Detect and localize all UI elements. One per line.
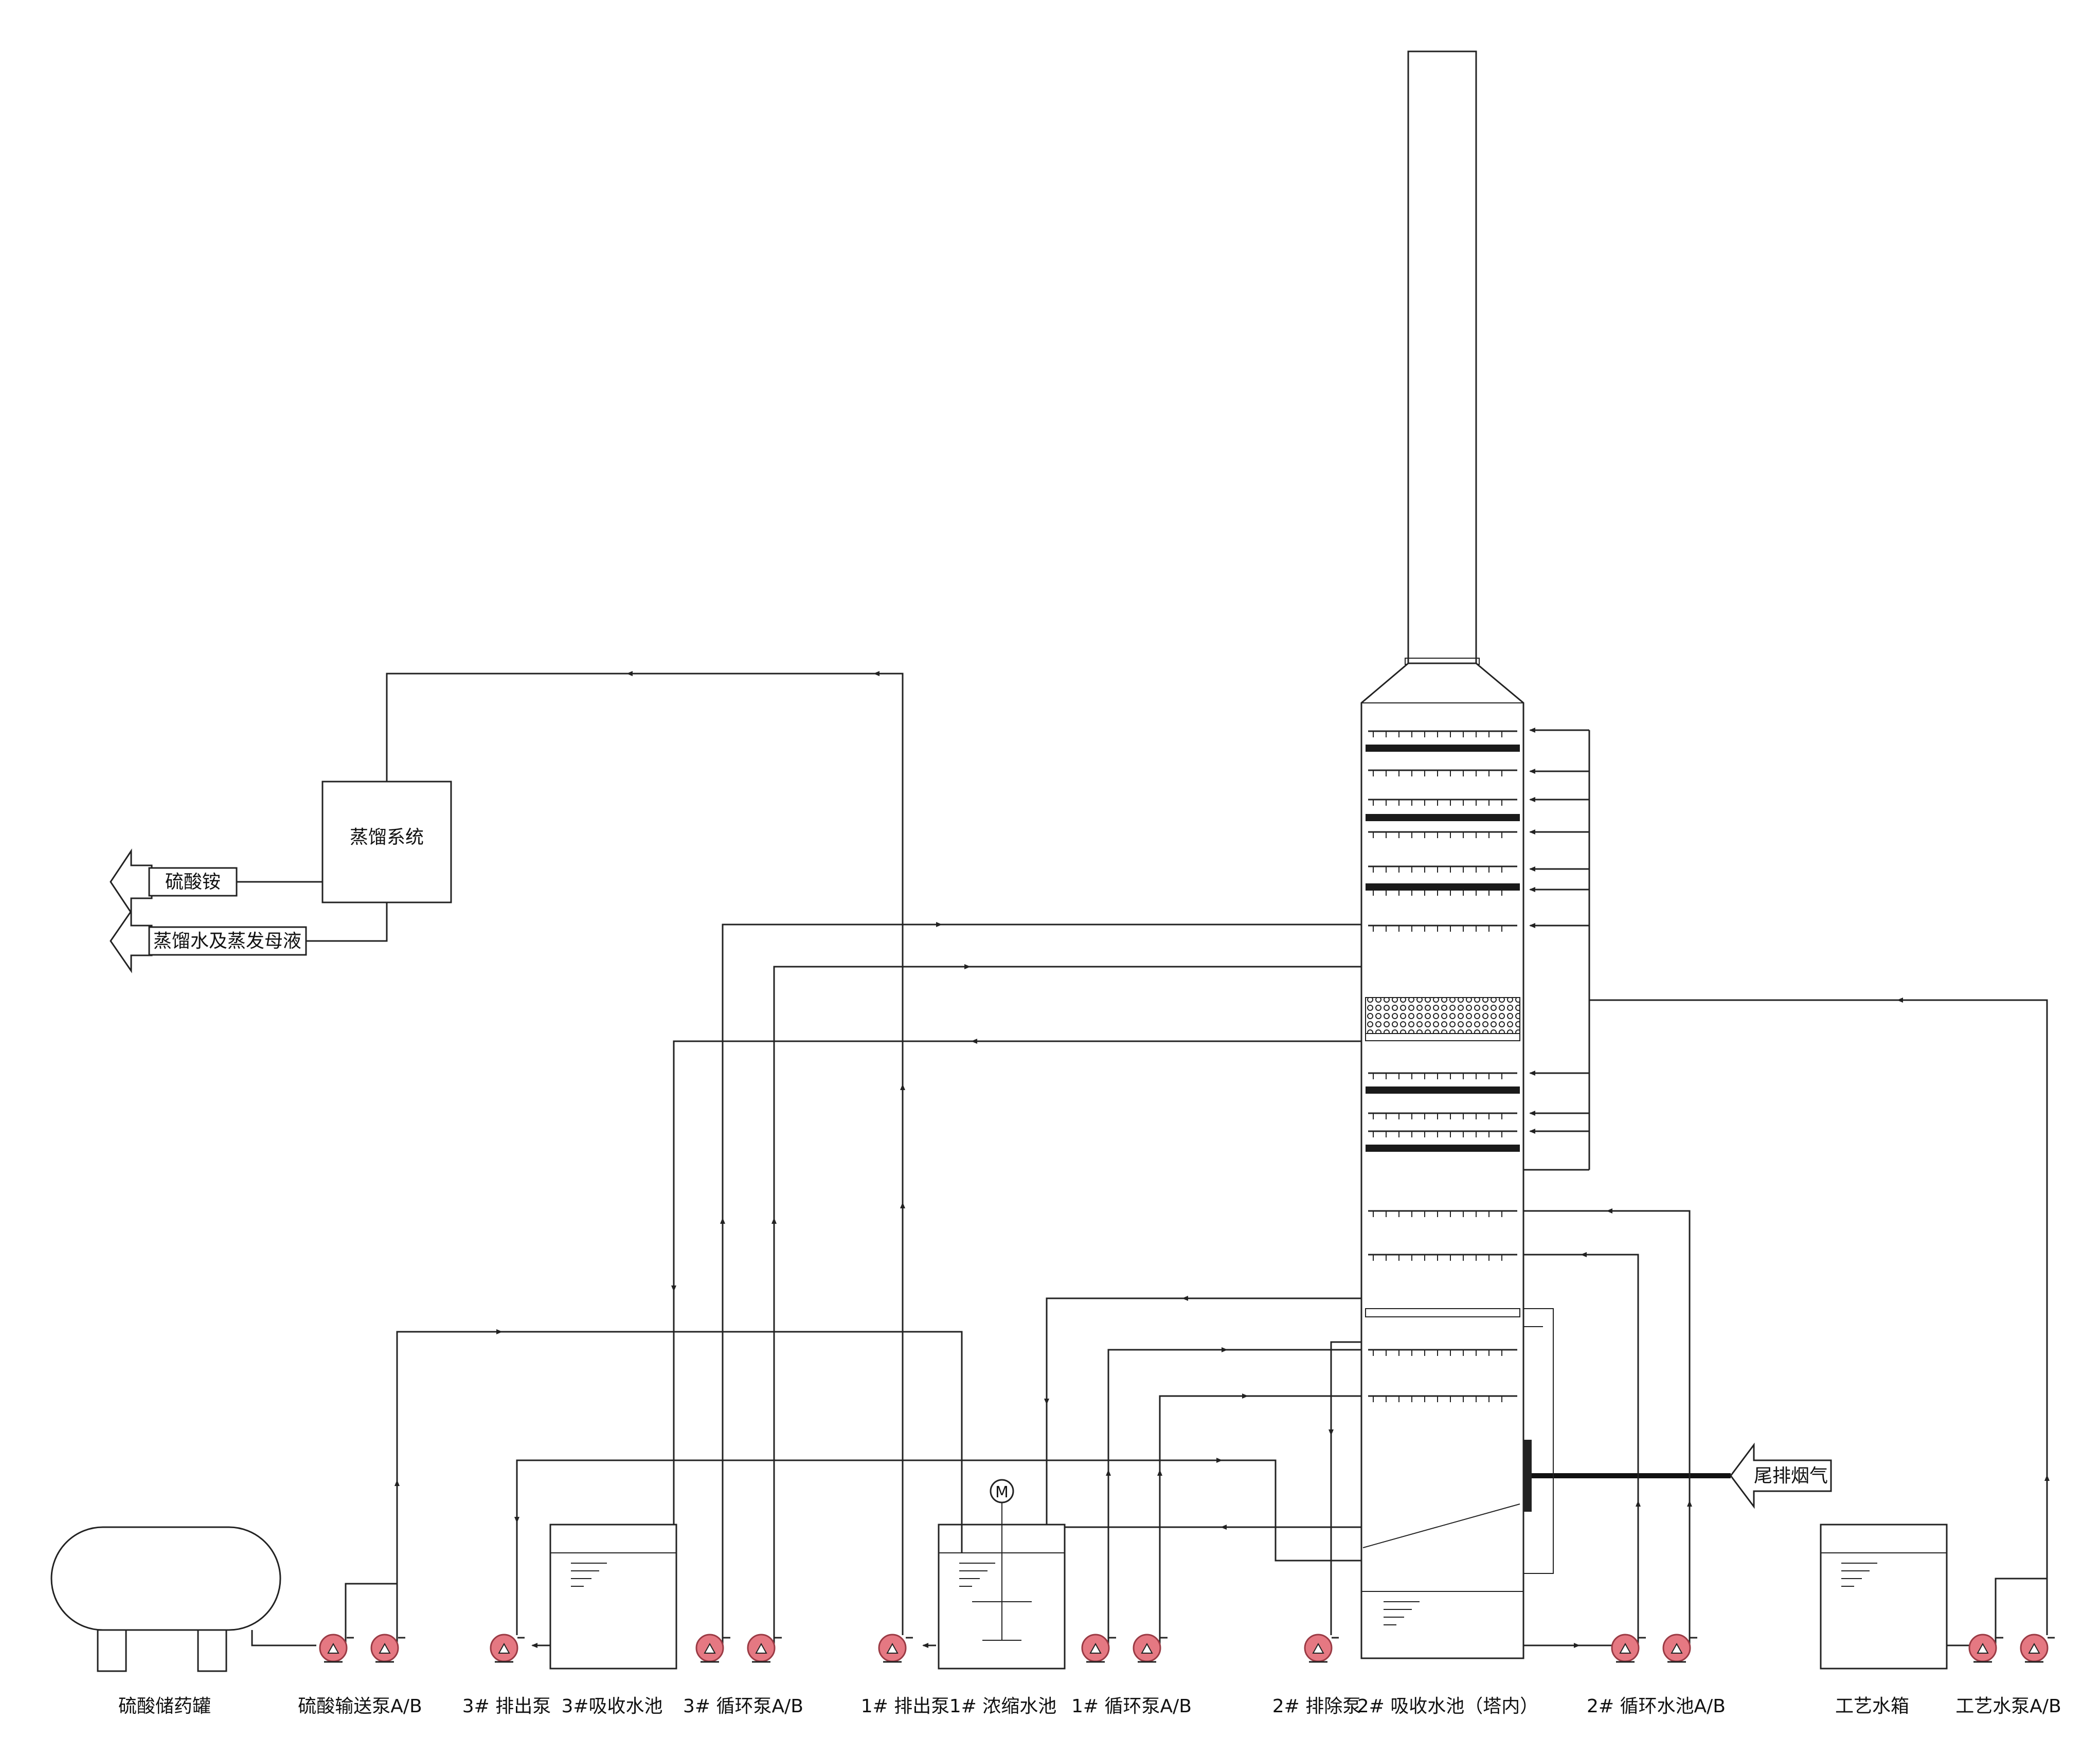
packing-bed [1365, 997, 1520, 1034]
process-tank-label: 工艺水箱 [1835, 1696, 1909, 1717]
pump-icon [1081, 1634, 1116, 1663]
spray-header [1368, 1254, 1517, 1261]
packing-layers [1365, 745, 1520, 1317]
demister-layer [1366, 1086, 1520, 1094]
spray-header [1368, 1349, 1517, 1356]
input-arrow-flue-gas: 尾排烟气 [1730, 1442, 1832, 1509]
sulfuric-pumps-label: 硫酸输送泵A/B [298, 1696, 422, 1717]
spray-header [1368, 1130, 1517, 1137]
pump1-out-label: 1# 排出泵 [861, 1696, 950, 1717]
pool2-circ-label: 2# 循环水池A/B [1587, 1696, 1726, 1717]
spray-header [1368, 1395, 1517, 1402]
demister-layer [1366, 814, 1520, 821]
support-grid [1365, 1033, 1520, 1041]
pump-icon [1304, 1634, 1339, 1663]
pump-icon [1662, 1634, 1697, 1663]
motor-label: M [995, 1483, 1009, 1501]
flue-gas-inlet [1523, 1440, 1731, 1512]
pump-icon [1968, 1634, 2003, 1663]
pump3-out-label: 3# 排出泵 [462, 1696, 551, 1717]
sulfuric-tank-label: 硫酸储药罐 [118, 1696, 211, 1717]
ammonium-sulfate-label: 硫酸铵 [165, 872, 221, 893]
pipe-distill-feed [386, 673, 904, 1635]
pool-3 [549, 1524, 677, 1670]
mixer-motor-icon [990, 1479, 1014, 1504]
distillation-system [321, 781, 452, 903]
pump-icon [695, 1634, 730, 1663]
support-grid [1365, 1308, 1520, 1317]
spray-header [1368, 925, 1517, 932]
absorption-tower [1360, 662, 1524, 1659]
process-water-tank [1820, 1524, 1948, 1670]
spray-header [1368, 1112, 1517, 1119]
pool2-label: 2# 吸收水池（塔内） [1357, 1696, 1539, 1717]
pump-icon [747, 1634, 782, 1663]
pump3-circ-label: 3# 循环泵A/B [683, 1696, 803, 1717]
demister-layer [1366, 745, 1520, 752]
pump2-out-label: 2# 排除泵 [1272, 1696, 1361, 1717]
spray-header [1368, 1072, 1517, 1079]
process-pumps-label: 工艺水泵A/B [1955, 1696, 2061, 1717]
demister-layer [1366, 1145, 1520, 1152]
output-arrow-ammonium-sulfate: 硫酸铵 [110, 848, 238, 915]
distillation-system-label: 蒸馏系统 [350, 827, 424, 848]
pump-icon [370, 1634, 405, 1663]
sulfuric-acid-storage-tank [50, 1526, 281, 1672]
pump1-circ-label: 1# 循环泵A/B [1071, 1696, 1192, 1717]
demister-layer [1366, 883, 1520, 891]
exhaust-stack [1405, 50, 1480, 665]
pool-1 [938, 1501, 1066, 1670]
spray-header [1368, 730, 1517, 737]
output-arrow-distill-water: 蒸馏水及蒸发母液 [110, 909, 307, 973]
pump-icon [878, 1634, 913, 1663]
spray-header [1368, 865, 1517, 873]
pump-icon [1133, 1634, 1168, 1663]
pump-icon [319, 1634, 354, 1663]
spray-header [1368, 1210, 1517, 1217]
pumps [319, 1634, 2055, 1663]
flue-gas-label: 尾排烟气 [1754, 1465, 1828, 1487]
spray-header [1368, 769, 1517, 776]
spray-header [1368, 831, 1517, 838]
pump-icon [1611, 1634, 1646, 1663]
pool3-label: 3#吸收水池 [561, 1696, 662, 1717]
distill-water-label: 蒸馏水及蒸发母液 [153, 931, 301, 952]
spray-header [1368, 799, 1517, 806]
pipe-network [345, 728, 2050, 1648]
pump-icon [490, 1634, 525, 1663]
pool1-label: 1# 浓缩水池 [949, 1696, 1057, 1717]
pump-icon [2020, 1634, 2055, 1663]
